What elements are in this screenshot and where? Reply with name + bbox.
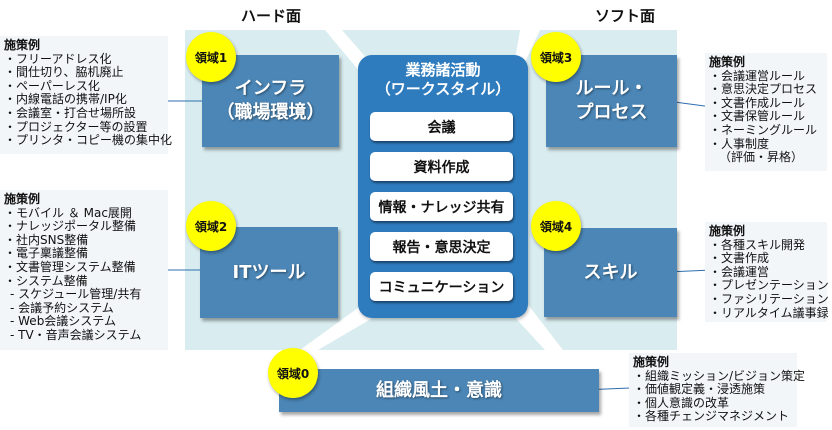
list-item: ・価値観定義・浸透施策 bbox=[633, 382, 766, 397]
list-item: ・各種チェンジマネジメント bbox=[633, 409, 790, 424]
center-title-line1: 業務諸活動 bbox=[405, 61, 481, 79]
list-item: ・会議室・打合せ場所設 bbox=[4, 105, 137, 120]
list-item: ・間仕切り、脇机廃止 bbox=[4, 65, 124, 80]
domain-2-badge: 領域2 bbox=[186, 201, 236, 251]
list-item: ・内線電話の携帯/IP化 bbox=[4, 92, 127, 107]
diagonal-strip-top-right bbox=[515, 30, 540, 62]
domain-2-it-tools[interactable]: ITツール bbox=[200, 227, 338, 318]
list-item: ・プリンタ・コピー機の集中化 bbox=[4, 133, 173, 148]
list-item: ・文書作成 bbox=[709, 251, 770, 266]
list-item: ・会議運営ルール bbox=[709, 68, 806, 83]
examples-domain-4: 施策例 ・各種スキル開発 ・文書作成 ・会議運営 ・プレゼンテーション ・ファシ… bbox=[705, 222, 829, 322]
domain-4-badge: 領域4 bbox=[531, 201, 581, 251]
diagonal-strip-bottom-left bbox=[300, 305, 376, 350]
list-item: ・文書管理システム整備 bbox=[4, 259, 136, 274]
hard-side-heading: ハード面 bbox=[241, 7, 302, 25]
examples-domain-2: 施策例 ・モバイル ＆ Mac展開 ・ナレッジポータル整備 ・社内SNS整備 ・… bbox=[0, 190, 168, 350]
list-item: ・各種スキル開発 bbox=[709, 237, 806, 252]
examples-title: 施策例 bbox=[4, 192, 41, 206]
list-item: ・個人意識の改革 bbox=[633, 395, 730, 410]
list-item: ・組織ミッション/ビジョン策定 bbox=[633, 368, 806, 383]
list-item: ・人事制度 bbox=[709, 136, 770, 151]
examples-domain-0: 施策例 ・組織ミッション/ビジョン策定 ・価値観定義・浸透施策 ・個人意識の改革… bbox=[629, 353, 806, 427]
list-sub-item: - 会議予約システム bbox=[10, 300, 114, 315]
examples-domain-3: 施策例 ・会議運営ルール ・意思決定プロセス ・文書作成ルール ・文書保管ルール… bbox=[705, 53, 827, 171]
examples-domain-1: 施策例 ・フリーアドレス化 ・間仕切り、脇机廃止 ・ペーパーレス化 ・内線電話の… bbox=[0, 36, 173, 154]
domain-1-badge: 領域1 bbox=[186, 32, 236, 82]
activity-meeting[interactable]: 会議 bbox=[370, 112, 513, 141]
examples-title: 施策例 bbox=[4, 38, 41, 52]
list-item: ・ナレッジポータル整備 bbox=[4, 219, 137, 234]
list-item: ・会議運営 bbox=[709, 264, 770, 279]
list-sub-item: - Web会議システム bbox=[10, 314, 116, 329]
domain-0-label: 組織風土・意識 bbox=[376, 379, 502, 401]
soft-side-heading: ソフト面 bbox=[595, 7, 656, 25]
list-item: ・ペーパーレス化 bbox=[4, 78, 100, 93]
list-sub-item: - スケジュール管理/共有 bbox=[10, 287, 142, 302]
work-activities-panel: 業務諸活動 （ワークスタイル） 会議 資料作成 情報・ナレッジ共有 報告・意思決… bbox=[358, 55, 528, 318]
activity-document-creation[interactable]: 資料作成 bbox=[370, 152, 513, 181]
center-title-line2: （ワークスタイル） bbox=[375, 80, 511, 98]
domain-4-label: スキル bbox=[583, 261, 638, 283]
activity-reporting-decision[interactable]: 報告・意思決定 bbox=[370, 232, 513, 261]
domain-2-label: ITツール bbox=[232, 261, 306, 283]
domain-1-label-line2: （職場環境） bbox=[216, 102, 325, 123]
examples-title: 施策例 bbox=[709, 224, 746, 238]
examples-title: 施策例 bbox=[633, 355, 670, 369]
list-item-continuation: （評価・昇格） bbox=[719, 150, 804, 165]
list-item: ・ファシリテーション bbox=[709, 291, 829, 306]
domain-1-label-line1: インフラ bbox=[234, 78, 307, 99]
domain-3-badge: 領域3 bbox=[531, 32, 581, 82]
list-item: ・ネーミングルール bbox=[709, 122, 818, 137]
list-item: ・文書保管ルール bbox=[709, 109, 806, 124]
list-item: ・社内SNS整備 bbox=[4, 232, 89, 247]
domain-0-culture-mindset[interactable]: 組織風土・意識 bbox=[279, 369, 599, 412]
domain-1-infrastructure[interactable]: インフラ （職場環境） bbox=[202, 55, 339, 147]
activity-knowledge-sharing[interactable]: 情報・ナレッジ共有 bbox=[370, 192, 513, 221]
examples-title: 施策例 bbox=[709, 55, 746, 69]
list-item: ・意思決定プロセス bbox=[709, 82, 818, 97]
domain-3-label-line2: プロセス bbox=[575, 102, 648, 123]
list-item: ・リアルタイム議事録 bbox=[709, 305, 829, 320]
list-item: ・プロジェクター等の設置 bbox=[4, 119, 148, 134]
list-item: ・プレゼンテーション bbox=[709, 278, 829, 293]
list-item: ・フリーアドレス化 bbox=[4, 51, 112, 66]
domain-0-badge: 領域0 bbox=[268, 348, 318, 398]
domain-3-label-line1: ルール・ bbox=[575, 78, 648, 99]
list-item: ・システム整備 bbox=[4, 273, 88, 288]
activity-communication[interactable]: コミュニケーション bbox=[370, 272, 513, 301]
list-item: ・電子稟議整備 bbox=[4, 246, 89, 261]
list-sub-item: - TV・音声会議システム bbox=[10, 327, 142, 342]
list-item: ・文書作成ルール bbox=[709, 95, 806, 110]
list-item: ・モバイル ＆ Mac展開 bbox=[4, 205, 132, 220]
